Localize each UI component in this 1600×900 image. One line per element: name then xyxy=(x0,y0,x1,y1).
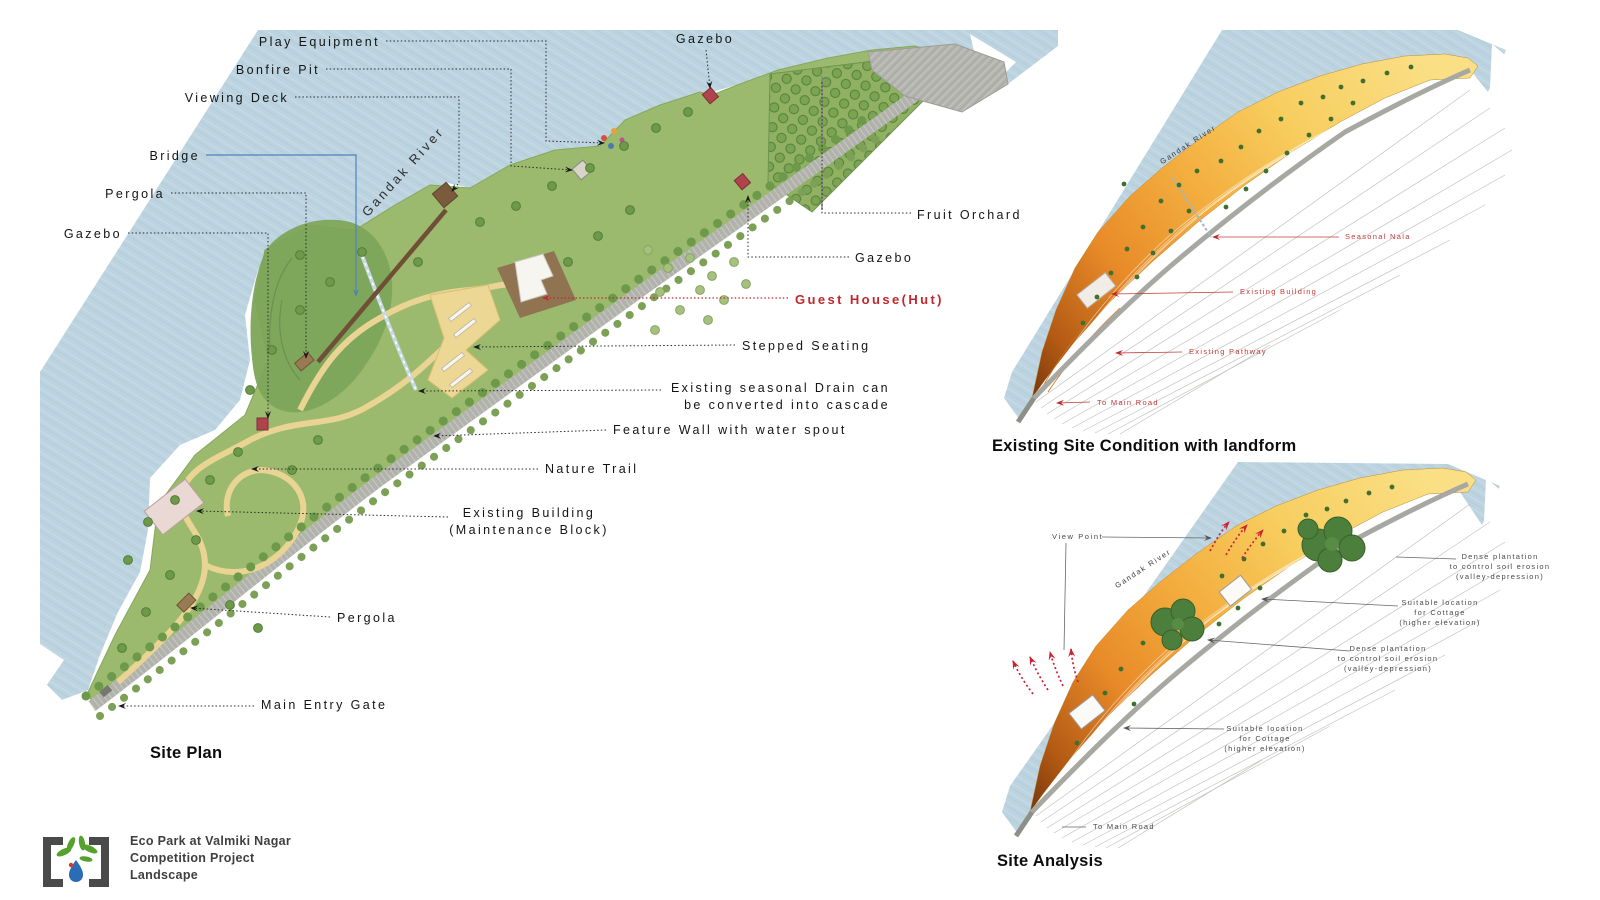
hill xyxy=(250,219,393,413)
annotation-nature-trail: Nature Trail xyxy=(545,462,639,476)
guest-house-building xyxy=(514,253,554,303)
annotation-to-main-road-br: To Main Road xyxy=(1093,822,1155,831)
annotation-pergola-upper: Pergola xyxy=(105,187,165,201)
annotation-existing-pathway: Existing Pathway xyxy=(1189,347,1267,356)
hill-contours xyxy=(269,257,301,381)
annotation-pergola-lower: Pergola xyxy=(337,611,397,625)
road-tree-row-upper xyxy=(81,114,869,701)
logo-leaves xyxy=(56,835,98,862)
cascade-marks xyxy=(359,249,417,391)
river-notch-tr xyxy=(1490,44,1518,88)
river-notch-2 xyxy=(34,640,64,692)
terrain-tr xyxy=(1031,53,1479,399)
logo-dot xyxy=(68,862,74,868)
annotation-bonfire-pit: Bonfire Pit xyxy=(235,63,320,77)
main-road xyxy=(88,54,975,711)
leaders-tr xyxy=(1056,234,1339,406)
annotation-guest-house: Guest House(Hut) xyxy=(795,292,944,307)
site-analysis-title: Site Analysis xyxy=(997,852,1104,870)
logo-left-bracket xyxy=(43,837,63,887)
annotation-seasonal-drain: Existing seasonal Drain can be converted… xyxy=(670,381,890,412)
annotation-fruit-orchard: Fruit Orchard xyxy=(917,208,1022,222)
annotation-existing-building: Existing Building (Maintenance Block) xyxy=(449,506,609,537)
entry-gate-structure xyxy=(99,684,113,698)
leader-lines xyxy=(118,40,911,709)
site-plan-map xyxy=(34,30,1058,720)
annotation-viewing-deck: Viewing Deck xyxy=(184,91,289,105)
river-notch-br xyxy=(1484,478,1512,522)
site-analysis-map xyxy=(1002,462,1513,849)
pergola-structures xyxy=(176,351,315,613)
existing-building-tr xyxy=(1076,271,1117,309)
annotation-dense-plantation-1: Dense plantation to control soil erosion… xyxy=(1449,552,1551,581)
slope-lines-tr xyxy=(1035,89,1513,435)
leaders-br xyxy=(1062,534,1457,828)
existing-condition-map xyxy=(1004,30,1518,435)
nala-tr xyxy=(1171,177,1212,238)
project-subtitle: Competition Project xyxy=(130,851,255,865)
road-stub-tr xyxy=(1015,396,1037,424)
annotation-to-main-road-tr: To Main Road xyxy=(1097,398,1159,407)
annotation-existing-building-tr: Existing Building xyxy=(1240,287,1318,296)
annotation-seasonal-nala: Seasonal Nala xyxy=(1345,232,1411,241)
annotation-stepped-seating: Stepped Seating xyxy=(742,339,871,353)
logo xyxy=(43,835,109,887)
bridge-structure xyxy=(316,208,448,364)
annotation-bridge: Bridge xyxy=(149,149,200,163)
seating-benches xyxy=(440,301,478,389)
annotation-dense-plantation-2: Dense plantation to control soil erosion… xyxy=(1337,644,1439,673)
annotation-main-entry-gate: Main Entry Gate xyxy=(261,698,388,712)
cottage-1 xyxy=(1218,574,1253,607)
cottage-2 xyxy=(1068,694,1106,730)
existing-condition-title: Existing Site Condition with landform xyxy=(992,437,1297,455)
play-equipment-items xyxy=(601,128,625,149)
river xyxy=(40,30,1058,700)
dense-plantation-cluster-1 xyxy=(1297,516,1366,573)
contours-tr xyxy=(1049,91,1425,381)
pathway-tr xyxy=(1032,67,1471,400)
annotation-gazebo-right: Gazebo xyxy=(855,251,914,265)
gazebo-structures xyxy=(256,86,752,431)
site-plan-title: Site Plan xyxy=(150,744,223,762)
road-stub-br xyxy=(1013,810,1035,838)
terrain-br xyxy=(1029,467,1477,813)
annotation-view-point: View Point xyxy=(1052,532,1104,541)
road-tree-row-lower xyxy=(96,134,882,720)
annotation-play-equipment: Play Equipment xyxy=(258,35,380,49)
view-point-arrows xyxy=(1012,521,1264,695)
dense-plantation-cluster-2 xyxy=(1150,598,1205,651)
project-category: Landscape xyxy=(130,868,199,882)
slope-lines-br xyxy=(1035,503,1513,849)
project-title: Eco Park at Valmiki Nagar xyxy=(130,834,292,848)
annotation-cottage-2: Suitable location for Cottage (higher el… xyxy=(1224,724,1306,753)
parking-area xyxy=(867,43,1009,113)
annotation-gazebo-left: Gazebo xyxy=(63,227,122,241)
maintenance-building xyxy=(143,478,205,536)
annotation-gazebo-top: Gazebo xyxy=(675,32,735,46)
annotation-feature-wall: Feature Wall with water spout xyxy=(613,423,847,437)
annotation-cottage-1: Suitable location for Cottage (higher el… xyxy=(1399,598,1481,627)
pathway-br xyxy=(1030,481,1469,814)
logo-right-bracket xyxy=(89,837,109,887)
bridge-leader xyxy=(206,154,359,297)
